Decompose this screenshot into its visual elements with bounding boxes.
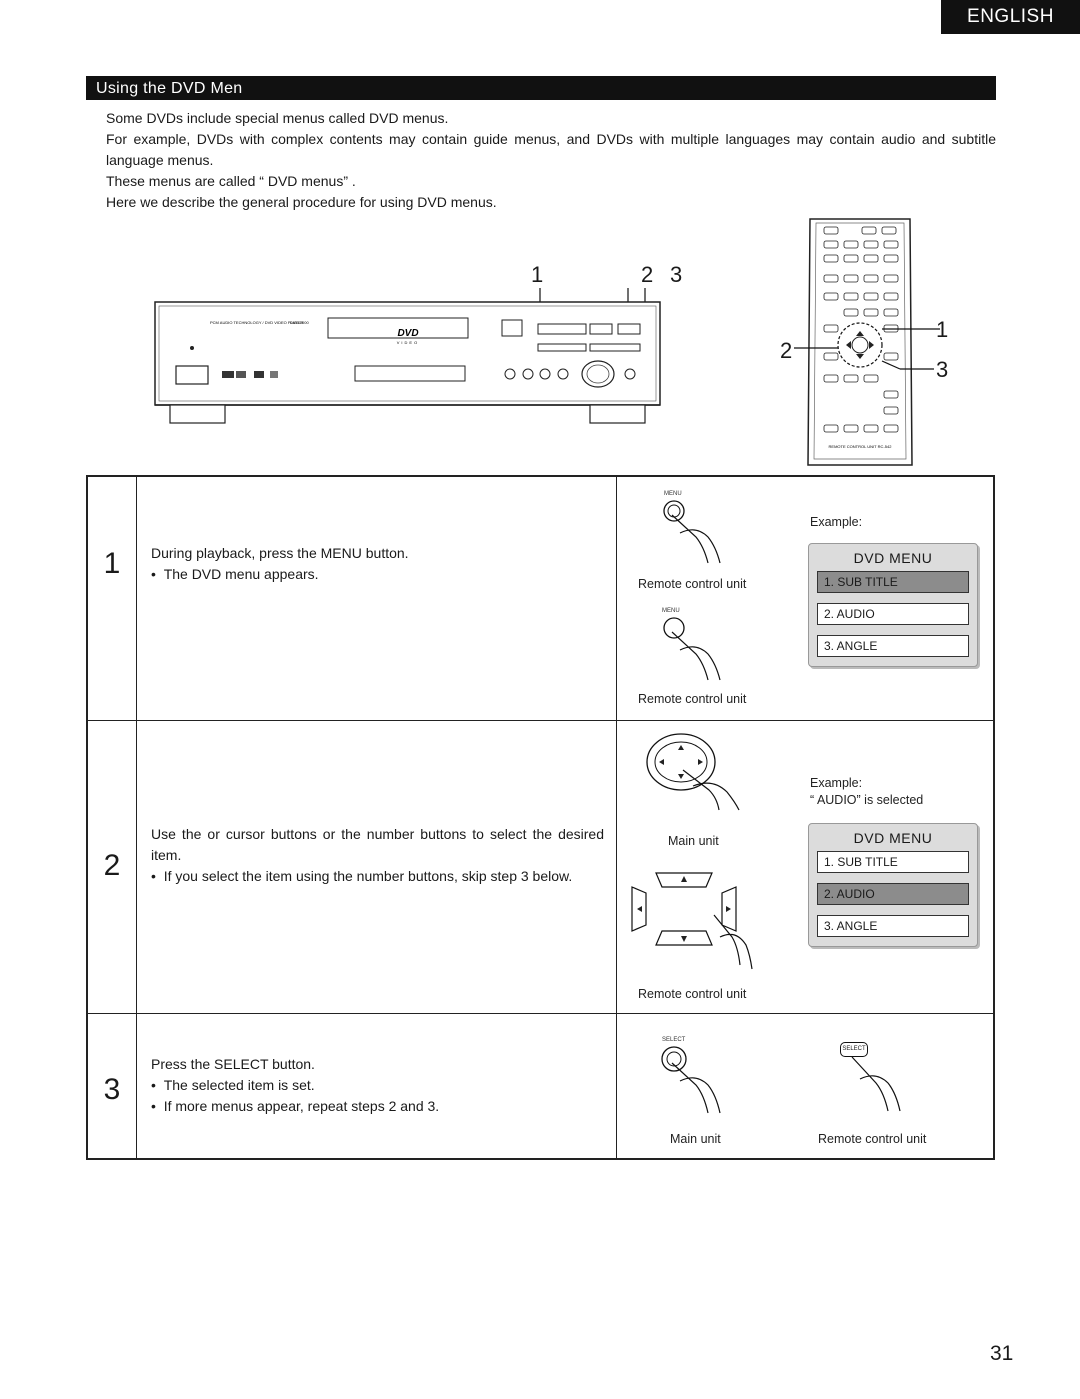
step-2-number: 2 bbox=[103, 849, 121, 882]
step-2-example-note: “ AUDIO” is selected bbox=[810, 793, 924, 807]
main-unit-illustration: DVD VIDEO PCM AUDIO TECHNOLOGY / DVD VID… bbox=[154, 288, 661, 424]
dvd-logo: DVD bbox=[397, 328, 418, 339]
step-1-caption-top: Remote control unit bbox=[638, 577, 747, 591]
step-3-hand-main-unit bbox=[661, 1046, 721, 1114]
step-1-menu-label-top: MENU bbox=[664, 491, 682, 497]
main-unit-figure: DVD VIDEO PCM AUDIO TECHNOLOGY / DVD VID… bbox=[150, 262, 682, 452]
step-1-bullet-1-text: The DVD menu appears. bbox=[163, 566, 319, 582]
step-3-select-label-main: SELECT bbox=[662, 1037, 686, 1043]
step-2-menu-item-angle[interactable]: 3. ANGLE bbox=[817, 915, 969, 937]
steps-table: 1 During playback, press the MENU button… bbox=[86, 475, 995, 1160]
step-3-bullet-1-text: The selected item is set. bbox=[163, 1077, 315, 1093]
step-1-menu-label-bottom: MENU bbox=[662, 608, 680, 614]
step-3-bullet-2-text: If more menus appear, repeat steps 2 and… bbox=[163, 1098, 440, 1114]
remote-callout-1: 1 bbox=[936, 317, 949, 342]
step-1-hand-menu-top bbox=[663, 500, 721, 564]
step-2-caption-top: Main unit bbox=[668, 834, 719, 848]
dvd-logo-sub: VIDEO bbox=[397, 340, 419, 345]
intro-line-3: These menus are called “ DVD menus” . bbox=[106, 173, 356, 189]
step-1-hand-menu-bottom bbox=[663, 617, 721, 681]
step-1-caption-bottom: Remote control unit bbox=[638, 692, 747, 706]
main-unit-model: DVD-1000 bbox=[290, 320, 309, 325]
step-3-select-button-remote: SELECT bbox=[840, 1042, 868, 1057]
main-unit-callout-3: 3 bbox=[670, 262, 683, 287]
step-3-caption-main: Main unit bbox=[670, 1132, 721, 1146]
row-divider-2 bbox=[88, 1013, 993, 1014]
step-1-dvd-menu-title: DVD MENU bbox=[853, 550, 933, 566]
step-3-hand-remote bbox=[851, 1056, 901, 1112]
step-2-hand-main-unit bbox=[646, 733, 740, 811]
step-2-text: Use the or cursor buttons or the number … bbox=[151, 824, 604, 887]
remote-callout-3: 3 bbox=[936, 357, 949, 382]
intro-line-4: Here we describe the general procedure f… bbox=[106, 194, 497, 210]
step-1-menu-item-subtitle[interactable]: 1. SUB TITLE bbox=[817, 571, 969, 593]
step-1-bullet-1: • The DVD menu appears. bbox=[151, 566, 319, 582]
step-2-dvd-menu: DVD MENU 1. SUB TITLE 2. AUDIO 3. ANGLE bbox=[808, 823, 978, 947]
step-2-main: Use the or cursor buttons or the number … bbox=[151, 826, 604, 863]
remote-illustration: REMOTE CONTROL UNIT RC-542 bbox=[794, 218, 940, 466]
step-3-caption-remote: Remote control unit bbox=[818, 1132, 927, 1146]
language-tab: ENGLISH bbox=[941, 0, 1080, 34]
step-1-text: During playback, press the MENU button. … bbox=[151, 543, 604, 585]
row-divider-1 bbox=[88, 720, 993, 721]
step-2-bullet-1: • If you select the item using the numbe… bbox=[151, 868, 573, 884]
column-divider-number bbox=[136, 477, 137, 1158]
column-divider-illustration bbox=[616, 477, 617, 1158]
step-3-text: Press the SELECT button. • The selected … bbox=[151, 1054, 604, 1117]
remote-model-label: REMOTE CONTROL UNIT RC-542 bbox=[829, 444, 893, 449]
step-2-menu-item-audio[interactable]: 2. AUDIO bbox=[817, 883, 969, 905]
step-2-menu-item-subtitle[interactable]: 1. SUB TITLE bbox=[817, 851, 969, 873]
step-1-dvd-menu: DVD MENU 1. SUB TITLE 2. AUDIO 3. ANGLE bbox=[808, 543, 978, 667]
step-1-menu-item-angle[interactable]: 3. ANGLE bbox=[817, 635, 969, 657]
step-1-main: During playback, press the MENU button. bbox=[151, 545, 409, 561]
intro-line-2: For example, DVDs with complex contents … bbox=[106, 131, 996, 168]
step-3-main: Press the SELECT button. bbox=[151, 1056, 315, 1072]
step-2-bullet-1-text: If you select the item using the number … bbox=[163, 868, 573, 884]
step-2-example-label: Example: bbox=[810, 776, 863, 790]
step-1-menu-item-audio[interactable]: 2. AUDIO bbox=[817, 603, 969, 625]
intro-line-1: Some DVDs include special menus called D… bbox=[106, 110, 449, 126]
page-number: 31 bbox=[990, 1342, 1014, 1365]
main-unit-brand-line: PCM AUDIO TECHNOLOGY / DVD VIDEO PLAYER bbox=[210, 320, 303, 325]
intro-text: Some DVDs include special menus called D… bbox=[106, 108, 996, 213]
main-unit-callout-1: 1 bbox=[531, 262, 544, 287]
step-1-example-label: Example: bbox=[810, 515, 863, 529]
remote-callout-2: 2 bbox=[780, 338, 793, 363]
step-3-number: 3 bbox=[103, 1073, 121, 1106]
step-3-bullet-1: • The selected item is set. bbox=[151, 1077, 315, 1093]
step-2-caption-bottom: Remote control unit bbox=[638, 987, 747, 1001]
section-title: Using the DVD Men bbox=[86, 76, 996, 100]
step-2-dvd-menu-title: DVD MENU bbox=[853, 830, 933, 846]
remote-figure: REMOTE CONTROL UNIT RC-542 1 2 3 bbox=[780, 215, 960, 470]
step-3-bullet-2: • If more menus appear, repeat steps 2 a… bbox=[151, 1098, 440, 1114]
step-2-hand-remote-cursor bbox=[631, 872, 753, 970]
main-unit-callout-2: 2 bbox=[641, 262, 654, 287]
step-1-number: 1 bbox=[103, 547, 121, 580]
